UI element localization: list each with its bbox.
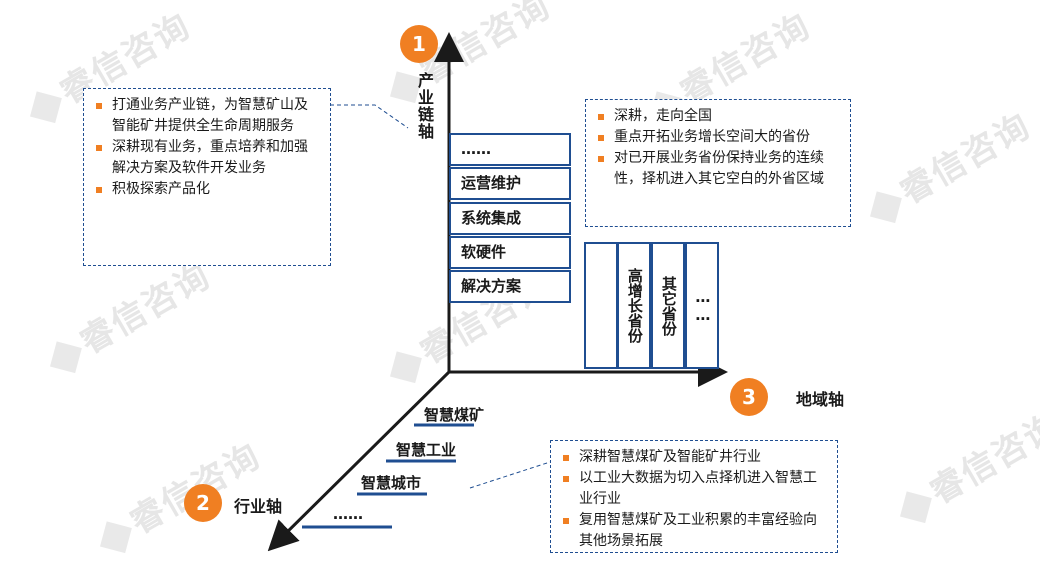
note-item: 打通业务产业链，为智慧矿山及智能矿井提供全生命周期服务 [94, 95, 320, 137]
industry-item-coal: 智慧煤矿 [424, 406, 485, 424]
note-item: 深耕现有业务，重点培养和加强解决方案及软件开发业务 [94, 137, 320, 179]
region-note: 深耕，走向全国 重点开拓业务增长空间大的省份 对已开展业务省份保持业务的连续性，… [585, 99, 851, 227]
note-item: 以工业大数据为切入点择机进入智慧工业行业 [561, 468, 827, 510]
industry-note: 深耕智慧煤矿及智能矿井行业 以工业大数据为切入点择机进入智慧工业行业 复用智慧煤… [550, 440, 838, 553]
region-column [584, 242, 618, 369]
industry-note-leader [469, 461, 551, 489]
industry-item-city: 智慧城市 [361, 474, 422, 492]
chain-note-leader [330, 104, 409, 129]
note-item: 深耕智慧煤矿及智能矿井行业 [561, 447, 827, 468]
chain-note: 打通业务产业链，为智慧矿山及智能矿井提供全生命周期服务 深耕现有业务，重点培养和… [83, 88, 331, 266]
region-column-high-growth: 高增长省份 [617, 242, 651, 369]
industry-item-more: …… [333, 505, 363, 523]
note-item: 对已开展业务省份保持业务的连续性，择机进入其它空白的外省区域 [596, 148, 840, 190]
chain-box-more: …… [449, 133, 571, 166]
chain-box-solutions: 解决方案 [449, 270, 571, 303]
region-axis-label: 地域轴 [796, 390, 845, 409]
axis-number-badge: 2 [184, 484, 222, 522]
chain-box-operations: 运营维护 [449, 167, 571, 200]
note-item: 积极探索产品化 [94, 179, 320, 200]
region-column-more: …… [685, 242, 719, 369]
chain-box-hardware-software: 软硬件 [449, 236, 571, 269]
axis-number-badge: 1 [400, 25, 438, 63]
industry-chain-axis-label: 产业链轴 [415, 72, 434, 140]
industry-axis-label: 行业轴 [234, 497, 283, 516]
axis-number-badge: 3 [730, 378, 768, 416]
diagonal-axis [267, 370, 451, 552]
note-item: 深耕，走向全国 [596, 106, 840, 127]
region-column-other: 其它省份 [651, 242, 685, 369]
industry-item-industry: 智慧工业 [396, 441, 457, 459]
note-item: 复用智慧煤矿及工业积累的丰富经验向其他场景拓展 [561, 510, 827, 552]
note-item: 重点开拓业务增长空间大的省份 [596, 127, 840, 148]
chain-box-integration: 系统集成 [449, 202, 571, 235]
